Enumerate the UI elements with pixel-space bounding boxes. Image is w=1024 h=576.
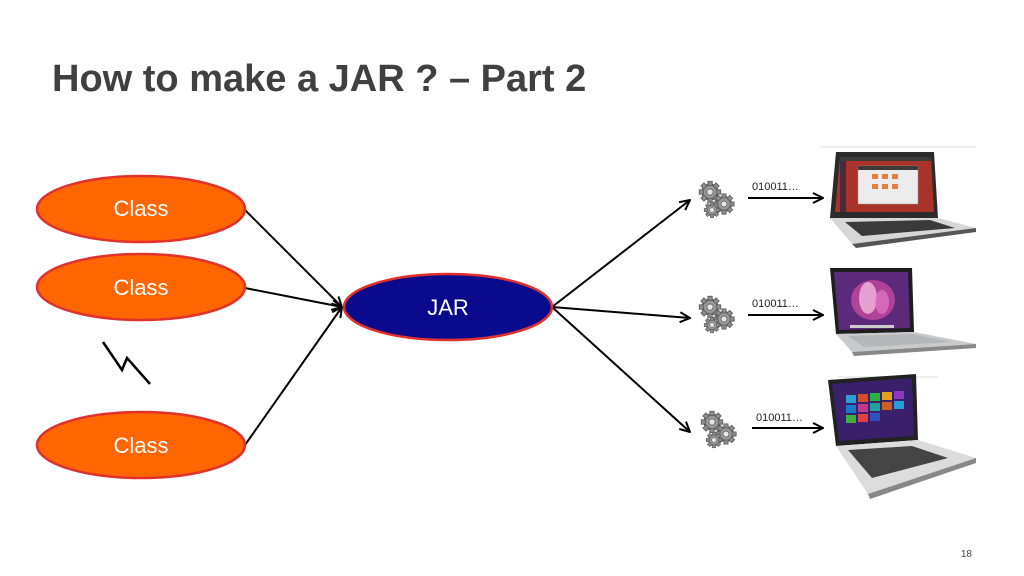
class-to-jar-arrow xyxy=(244,209,342,307)
gears-icon xyxy=(698,180,735,219)
class-to-jar-arrow xyxy=(244,307,342,446)
class-node: Class xyxy=(35,252,247,322)
class-to-jar-arrow xyxy=(244,287,342,307)
zigzag-ellipsis-icon xyxy=(101,341,151,385)
class-node: Class xyxy=(35,410,247,480)
class-label: Class xyxy=(113,433,168,458)
jar-to-gear-arrow xyxy=(551,200,690,308)
jar-label: JAR xyxy=(427,295,469,320)
binary-label: 010011… xyxy=(752,298,799,310)
windows-laptop-icon xyxy=(828,374,976,499)
binary-label: 010011… xyxy=(752,181,799,193)
ubuntu-laptop-icon xyxy=(820,146,976,248)
jar-node: JAR xyxy=(342,272,554,342)
class-node: Class xyxy=(35,174,247,244)
gears-icon xyxy=(700,410,737,449)
page-number: 18 xyxy=(960,549,972,560)
gears-icon xyxy=(698,295,735,334)
binary-label: 010011… xyxy=(756,412,803,424)
macbook-laptop-icon xyxy=(830,268,976,356)
class-label: Class xyxy=(113,275,168,300)
slide-title: How to make a JAR ? – Part 2 xyxy=(52,58,587,100)
jar-to-gear-arrow xyxy=(551,306,690,432)
class-label: Class xyxy=(113,196,168,221)
jar-to-gear-arrow xyxy=(551,306,690,318)
